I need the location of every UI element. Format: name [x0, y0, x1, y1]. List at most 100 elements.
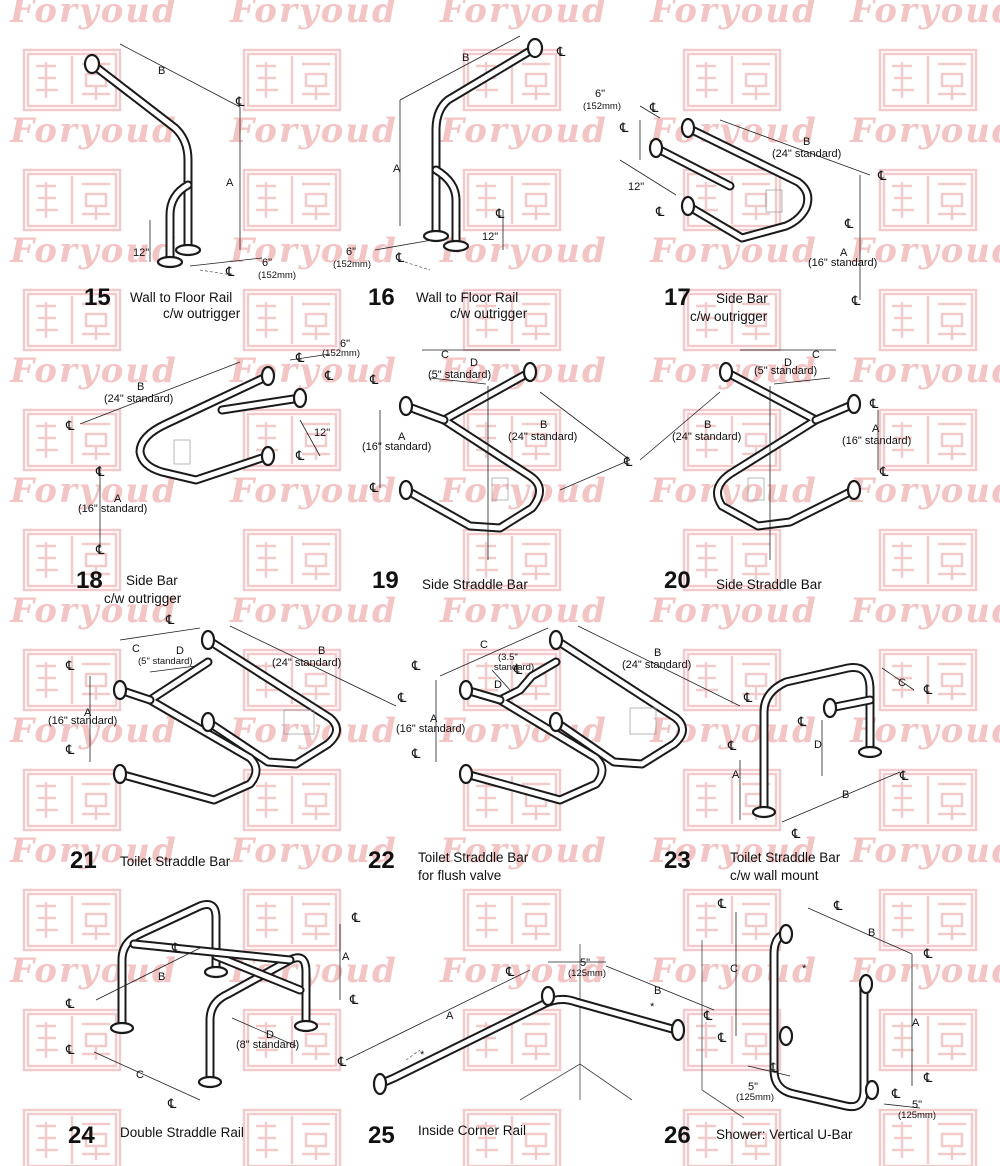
watermark-logo: Foryoud: [9, 591, 178, 631]
item-title: Toilet Straddle Bar: [418, 850, 529, 865]
centerline-mark: ℄: [171, 941, 181, 956]
dim-label-a: A: [912, 1017, 920, 1029]
centerline-mark: ℄: [877, 169, 887, 184]
centerline-mark: ℄: [349, 993, 359, 1008]
dim-label-d-standard: (5" standard): [138, 656, 193, 667]
watermark-logo: Foryoud: [849, 951, 1000, 991]
dim-label-b: B: [137, 381, 144, 393]
centerline-mark: ℄: [851, 294, 861, 309]
watermark-logo: Foryoud: [439, 231, 608, 271]
item-subtitle: for flush valve: [418, 868, 501, 883]
watermark-logo: Foryoud: [229, 711, 398, 751]
watermark-logo: Foryoud: [9, 111, 178, 151]
centerline-mark: ℄: [337, 1055, 347, 1070]
watermark-seal: [242, 1108, 342, 1166]
dim-label-c: C: [898, 677, 906, 689]
watermark-logo: Foryoud: [649, 0, 818, 31]
dim-label-a: A: [398, 431, 406, 443]
item-number: 18: [76, 567, 103, 594]
centerline-mark: ℄: [324, 369, 334, 384]
dim-label-125mm: (125mm): [898, 1110, 936, 1121]
watermark-logo: Foryoud: [849, 0, 1000, 31]
dim-label-5in: 5": [748, 1081, 758, 1093]
watermark-seal: [22, 888, 122, 952]
item-title: Toilet Straddle Bar: [120, 854, 231, 869]
centerline-mark: ℄: [235, 95, 245, 110]
watermark-seal: [878, 648, 978, 712]
centerline-mark: ℄: [743, 691, 753, 706]
watermark-seal: [682, 528, 782, 592]
dim-label-b: B: [842, 789, 849, 801]
item-number: 17: [664, 284, 691, 311]
item-number: 15: [84, 284, 111, 311]
watermark-seal: [462, 888, 562, 952]
dim-label-d-standard: (8" standard): [236, 1039, 299, 1051]
dim-label-b: B: [868, 927, 875, 939]
watermark-seal: [682, 288, 782, 352]
dim-label-6in: 6": [346, 246, 356, 258]
diagram-23-toilet-straddle-bar-wall-mount: ℄ ℄ ℄ ℄ ℄ A D B C 23 Toilet Straddle Bar…: [664, 662, 933, 883]
dim-label-b: B: [803, 136, 810, 148]
dim-label-a-standard: (16" standard): [842, 435, 911, 447]
diagram-24-double-straddle-rail: ℄ ℄ ℄ ℄ ℄ ℄ B A D (8" standard) C 24 Dou…: [65, 900, 361, 1149]
dim-label-125mm: (125mm): [736, 1092, 774, 1103]
item-title: Wall to Floor Rail: [130, 290, 232, 305]
centerline-mark: ℄: [703, 1009, 713, 1024]
watermark-seal: [22, 648, 122, 712]
item-number: 24: [68, 1122, 95, 1149]
watermark-logo: Foryoud: [849, 231, 1000, 271]
centerline-mark: ℄: [923, 1071, 933, 1086]
centerline-mark: ℄: [165, 613, 175, 628]
watermark-logo: Foryoud: [849, 351, 1000, 391]
watermark-logo: Foryoud: [439, 471, 608, 511]
item-title: Toilet Straddle Bar: [730, 850, 841, 865]
dim-label-a: A: [226, 177, 234, 189]
item-subtitle: c/w outrigger: [690, 309, 768, 324]
watermark-logo: Foryoud: [9, 351, 178, 391]
centerline-mark: ℄: [65, 1043, 75, 1058]
item-number: 21: [70, 847, 97, 874]
centerline-mark: ℄: [505, 965, 515, 980]
dim-label-12in: 12": [314, 427, 330, 439]
dim-label-b: B: [462, 52, 469, 64]
watermark-seal: [462, 1108, 562, 1166]
diagram-17-side-bar: ℄ ℄ ℄ ℄ ℄ ℄ 6" (152mm) B (24" standard) …: [583, 88, 887, 324]
dim-label-a-standard: (16" standard): [396, 723, 465, 735]
dim-label-b: B: [654, 647, 661, 659]
item-title: Wall to Floor Rail: [416, 290, 518, 305]
dim-label-12in: 12": [133, 247, 149, 259]
watermark-seal: [242, 48, 342, 112]
watermark-logo: Foryoud: [229, 591, 398, 631]
dim-label-6in: 6": [262, 257, 272, 269]
dim-label-a: A: [732, 769, 740, 781]
centerline-mark: ℄: [95, 465, 105, 480]
centerline-mark: ℄: [879, 465, 889, 480]
dim-label-b-standard: (24" standard): [104, 393, 173, 405]
watermark-logo: Foryoud: [439, 591, 608, 631]
watermark-seal: [22, 1008, 122, 1072]
watermark-logo: Foryoud: [229, 111, 398, 151]
dim-label-d: D: [814, 739, 822, 751]
centerline-mark: ℄: [769, 1061, 779, 1076]
centerline-mark: ℄: [791, 827, 801, 842]
item-number: 20: [664, 567, 691, 594]
item-number: 23: [664, 847, 691, 874]
centerline-mark: ℄: [369, 481, 379, 496]
item-subtitle: c/w outrigger: [450, 306, 528, 321]
dim-label-a: A: [114, 493, 122, 505]
watermark-seal: [22, 768, 122, 832]
centerline-mark: ℄: [65, 997, 75, 1012]
dim-label-b: B: [540, 419, 547, 431]
dim-label-12in: 12": [628, 181, 644, 193]
dim-label-a-standard: (16" standard): [48, 715, 117, 727]
watermark-seal: [878, 768, 978, 832]
centerline-mark: ℄: [556, 45, 566, 60]
watermark-logo: Foryoud: [439, 111, 608, 151]
dim-label-b-standard: (24" standard): [772, 148, 841, 160]
watermark-logo: Foryoud: [649, 231, 818, 271]
dim-label-a: A: [840, 247, 848, 259]
dim-label-d-standard: (5" standard): [428, 369, 491, 381]
watermark-logo: Foryoud: [439, 831, 608, 871]
dim-label-6in: 6": [340, 338, 350, 350]
centerline-mark: ℄: [655, 205, 665, 220]
